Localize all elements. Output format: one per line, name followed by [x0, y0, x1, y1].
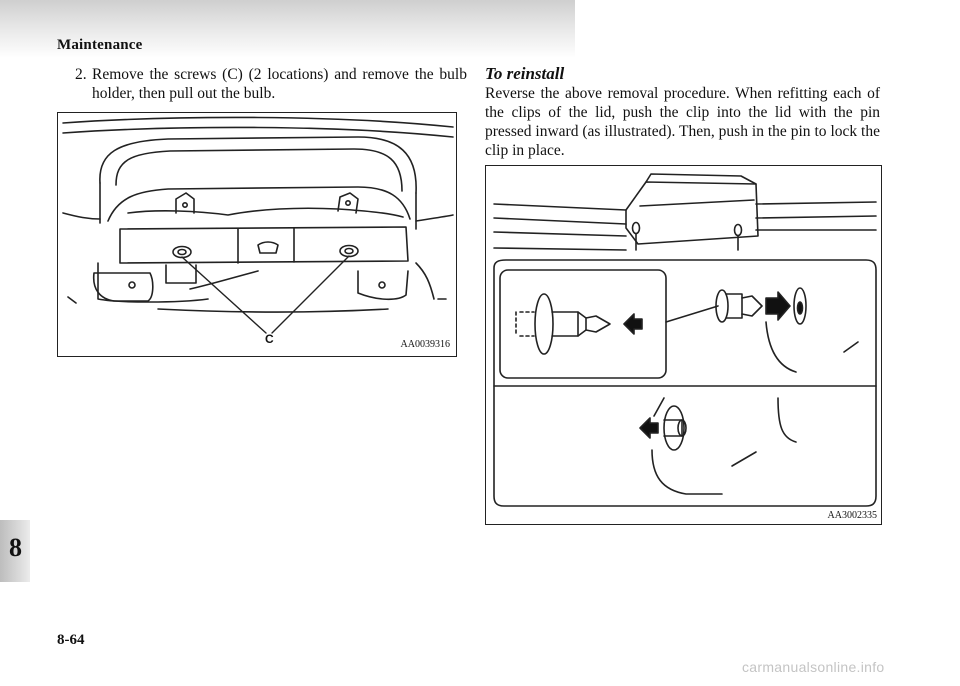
- bulb-holder-illustration: [62, 116, 454, 334]
- section-title: Maintenance: [57, 37, 143, 53]
- step-instruction: 2. Remove the screws (C) (2 locations) a…: [75, 65, 467, 103]
- step-number: 2.: [75, 66, 87, 83]
- watermark: carmanualsonline.info: [742, 659, 885, 675]
- figure-code: AA3002335: [827, 510, 877, 521]
- callout-c-label: C: [265, 332, 274, 346]
- reinstall-body: Reverse the above removal procedure. Whe…: [485, 85, 880, 159]
- clip-reinstall-figure: AA3002335: [485, 165, 882, 525]
- header-band: [0, 0, 575, 58]
- page-number: 8-64: [57, 632, 85, 648]
- clip-reinstall-illustration: [493, 173, 877, 507]
- step-body: Remove the screws (C) (2 locations) and …: [92, 66, 467, 102]
- reinstall-heading: To reinstall: [485, 64, 565, 83]
- figure-code: AA0039316: [400, 339, 450, 350]
- chapter-tab: [0, 520, 30, 582]
- chapter-number: 8: [9, 533, 22, 562]
- bulb-holder-figure: C AA0039316: [57, 112, 457, 357]
